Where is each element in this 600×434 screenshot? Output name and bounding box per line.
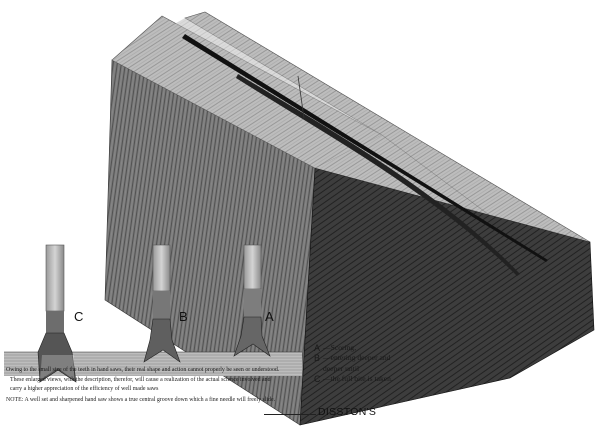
caption-note: NOTE: A well set and sharpened hand saw … xyxy=(6,396,306,406)
legend-key-c: C xyxy=(314,374,323,384)
brand-rule xyxy=(264,414,316,415)
tooth-b-blade xyxy=(153,245,170,291)
caption-line-2: These enlarged views, with the descripti… xyxy=(6,376,306,386)
legend-row-a: A —Scoring, xyxy=(314,343,434,353)
legend: A —Scoring, B —entering deeper and deepe… xyxy=(314,343,434,385)
caption-line-3: carry a higher appreciation of the effic… xyxy=(6,385,306,395)
legend-text-b: —entering deeper and xyxy=(323,353,434,363)
legend-key-b: B xyxy=(314,353,323,363)
legend-key-a: A xyxy=(314,343,323,353)
legend-text-a: —Scoring, xyxy=(323,343,434,353)
legend-text-c: —the full bite is taken. xyxy=(323,374,434,384)
tooth-a-blade xyxy=(244,245,261,289)
legend-text-b-cont: deeper until xyxy=(323,364,434,374)
tooth-label-b: B xyxy=(179,309,188,324)
block-right-face xyxy=(300,168,594,425)
caption: Owing to the small size of the teeth in … xyxy=(6,366,306,405)
tooth-c-blade xyxy=(46,245,64,311)
brand-name: DISSTON'S xyxy=(318,406,376,418)
legend-key-blank xyxy=(314,364,323,374)
legend-row-c: C —the full bite is taken. xyxy=(314,374,434,384)
legend-row-b-cont: deeper until xyxy=(314,364,434,374)
tooth-label-a: A xyxy=(265,309,274,324)
caption-line-1: Owing to the small size of the teeth in … xyxy=(6,366,306,376)
tooth-label-c: C xyxy=(74,309,83,324)
legend-row-b: B —entering deeper and xyxy=(314,353,434,363)
saw-tooth-c xyxy=(38,245,76,382)
